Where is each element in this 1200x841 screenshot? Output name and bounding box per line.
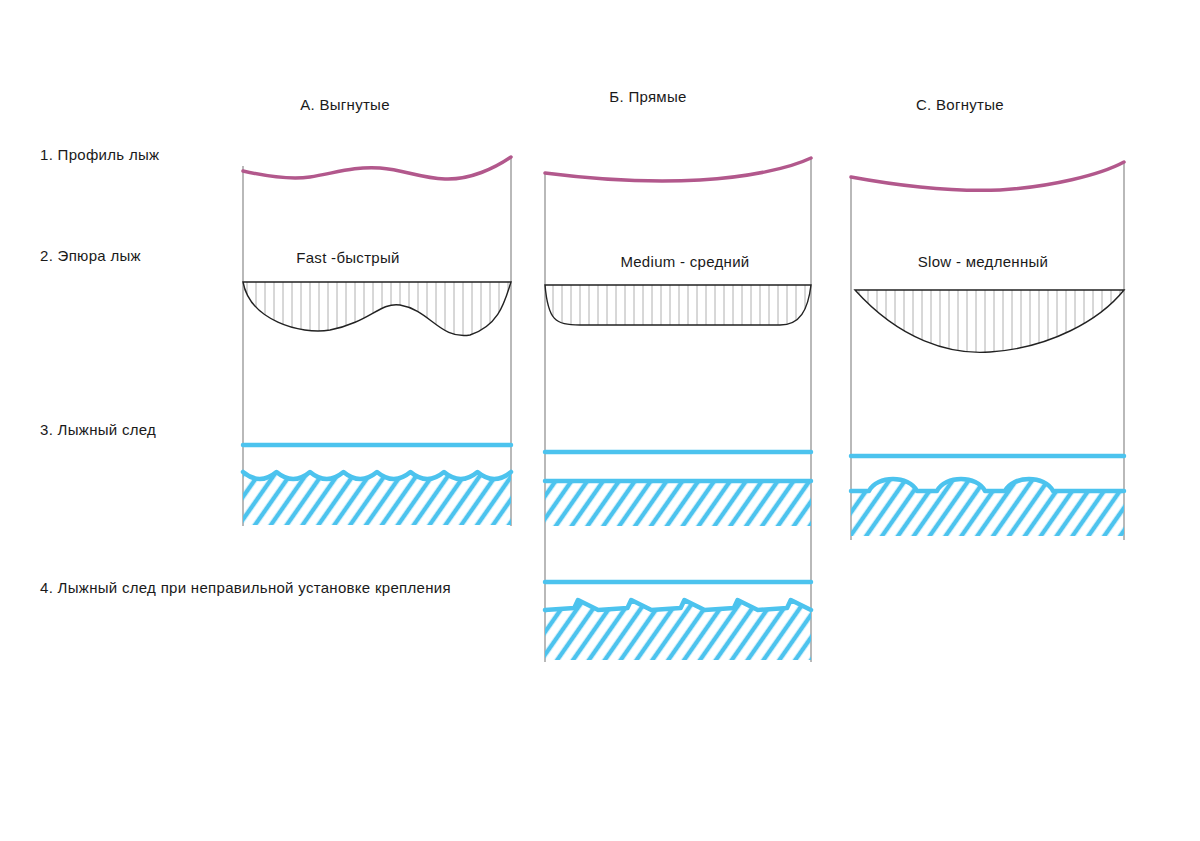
row-label: 1. Профиль лыж bbox=[40, 145, 159, 165]
snow-hatch bbox=[243, 472, 511, 525]
snow-hatch bbox=[851, 479, 1124, 536]
column-heading: С. Вогнутые bbox=[916, 95, 1004, 115]
speed-label: Fast -быстрый bbox=[296, 248, 399, 268]
speed-label: Slow - медленный bbox=[918, 252, 1049, 272]
ski-profiles bbox=[243, 157, 1124, 190]
track-edge bbox=[851, 479, 1124, 491]
track-edge bbox=[545, 479, 811, 484]
speed-label: Medium - средний bbox=[620, 252, 749, 272]
column-heading: А. Выгнутые bbox=[300, 95, 390, 115]
row-label: 3. Лыжный след bbox=[40, 420, 156, 440]
snow-hatch bbox=[545, 600, 811, 660]
row-label: 4. Лыжный след при неправильной установк… bbox=[40, 578, 480, 598]
track-edge bbox=[243, 472, 511, 479]
pressure-diagrams bbox=[243, 282, 1124, 352]
track-edge bbox=[545, 600, 811, 610]
ski-tracks bbox=[243, 445, 1124, 660]
snow-hatch bbox=[545, 481, 811, 526]
row-label: 2. Эпюра лыж bbox=[40, 246, 141, 266]
column-heading: Б. Прямые bbox=[609, 87, 686, 107]
